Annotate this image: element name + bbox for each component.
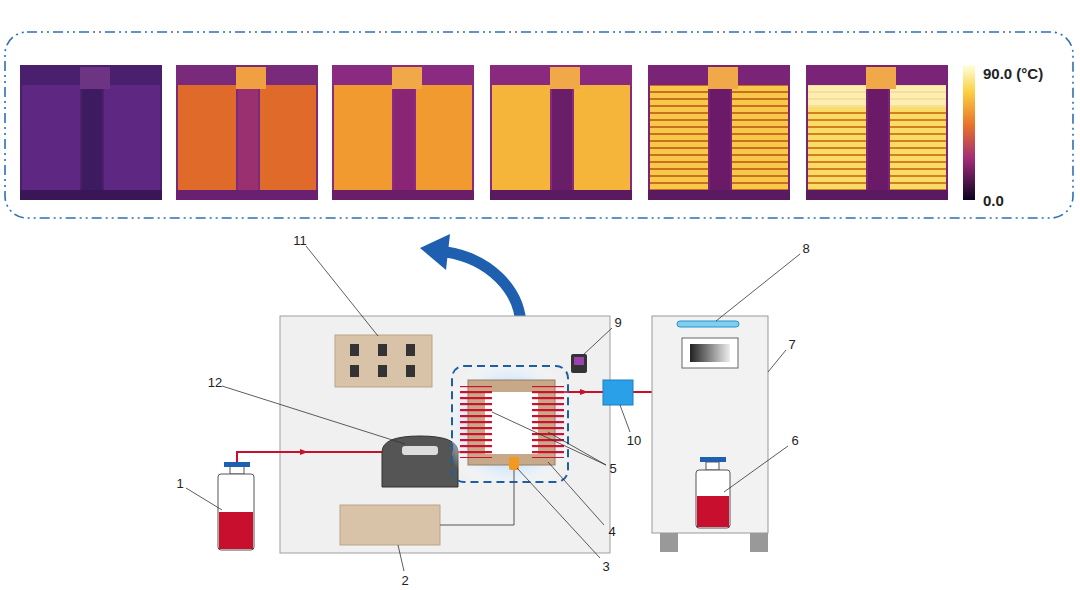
callout-number: 7 (788, 338, 795, 351)
leader-lines (186, 246, 800, 571)
thermal-image (648, 65, 790, 200)
flow-arrow (300, 449, 308, 455)
core-window (485, 392, 538, 454)
coil-winding (460, 386, 492, 458)
thermal-image (176, 65, 318, 200)
flow-arrow (580, 389, 588, 395)
callout-number: 12 (208, 376, 222, 389)
thermal-frame (5, 32, 1073, 218)
zoom-arrowhead (420, 234, 450, 270)
callout-number: 5 (609, 462, 616, 475)
power-unit (335, 335, 432, 387)
callout-number: 6 (791, 434, 798, 447)
color-bar (963, 65, 975, 200)
thermal-image (20, 65, 162, 200)
thermal-image (806, 65, 948, 200)
callout-number: 3 (602, 560, 609, 573)
thermal-image (332, 65, 474, 200)
cooler-block (603, 380, 633, 405)
outlet-bottle (696, 457, 730, 528)
callout-number: 11 (293, 234, 307, 247)
callout-number: 9 (614, 316, 621, 329)
callout-number: 10 (627, 434, 641, 447)
collection-cabinet (652, 316, 768, 552)
inlet-bottle (218, 462, 254, 550)
scale-label: 0.0 (983, 193, 1004, 208)
peristaltic-pump (382, 436, 458, 487)
coil-winding (532, 386, 564, 458)
test-board (280, 316, 610, 553)
controller-box (340, 505, 440, 545)
callout-number: 4 (608, 525, 615, 538)
callout-number: 8 (802, 242, 809, 255)
scale-label: 90.0 (°C) (983, 66, 1043, 81)
sensor-wire (440, 470, 514, 525)
callout-number: 1 (176, 477, 183, 490)
thermal-camera (571, 354, 587, 373)
thermal-image (490, 65, 632, 200)
callout-number: 2 (401, 574, 408, 587)
